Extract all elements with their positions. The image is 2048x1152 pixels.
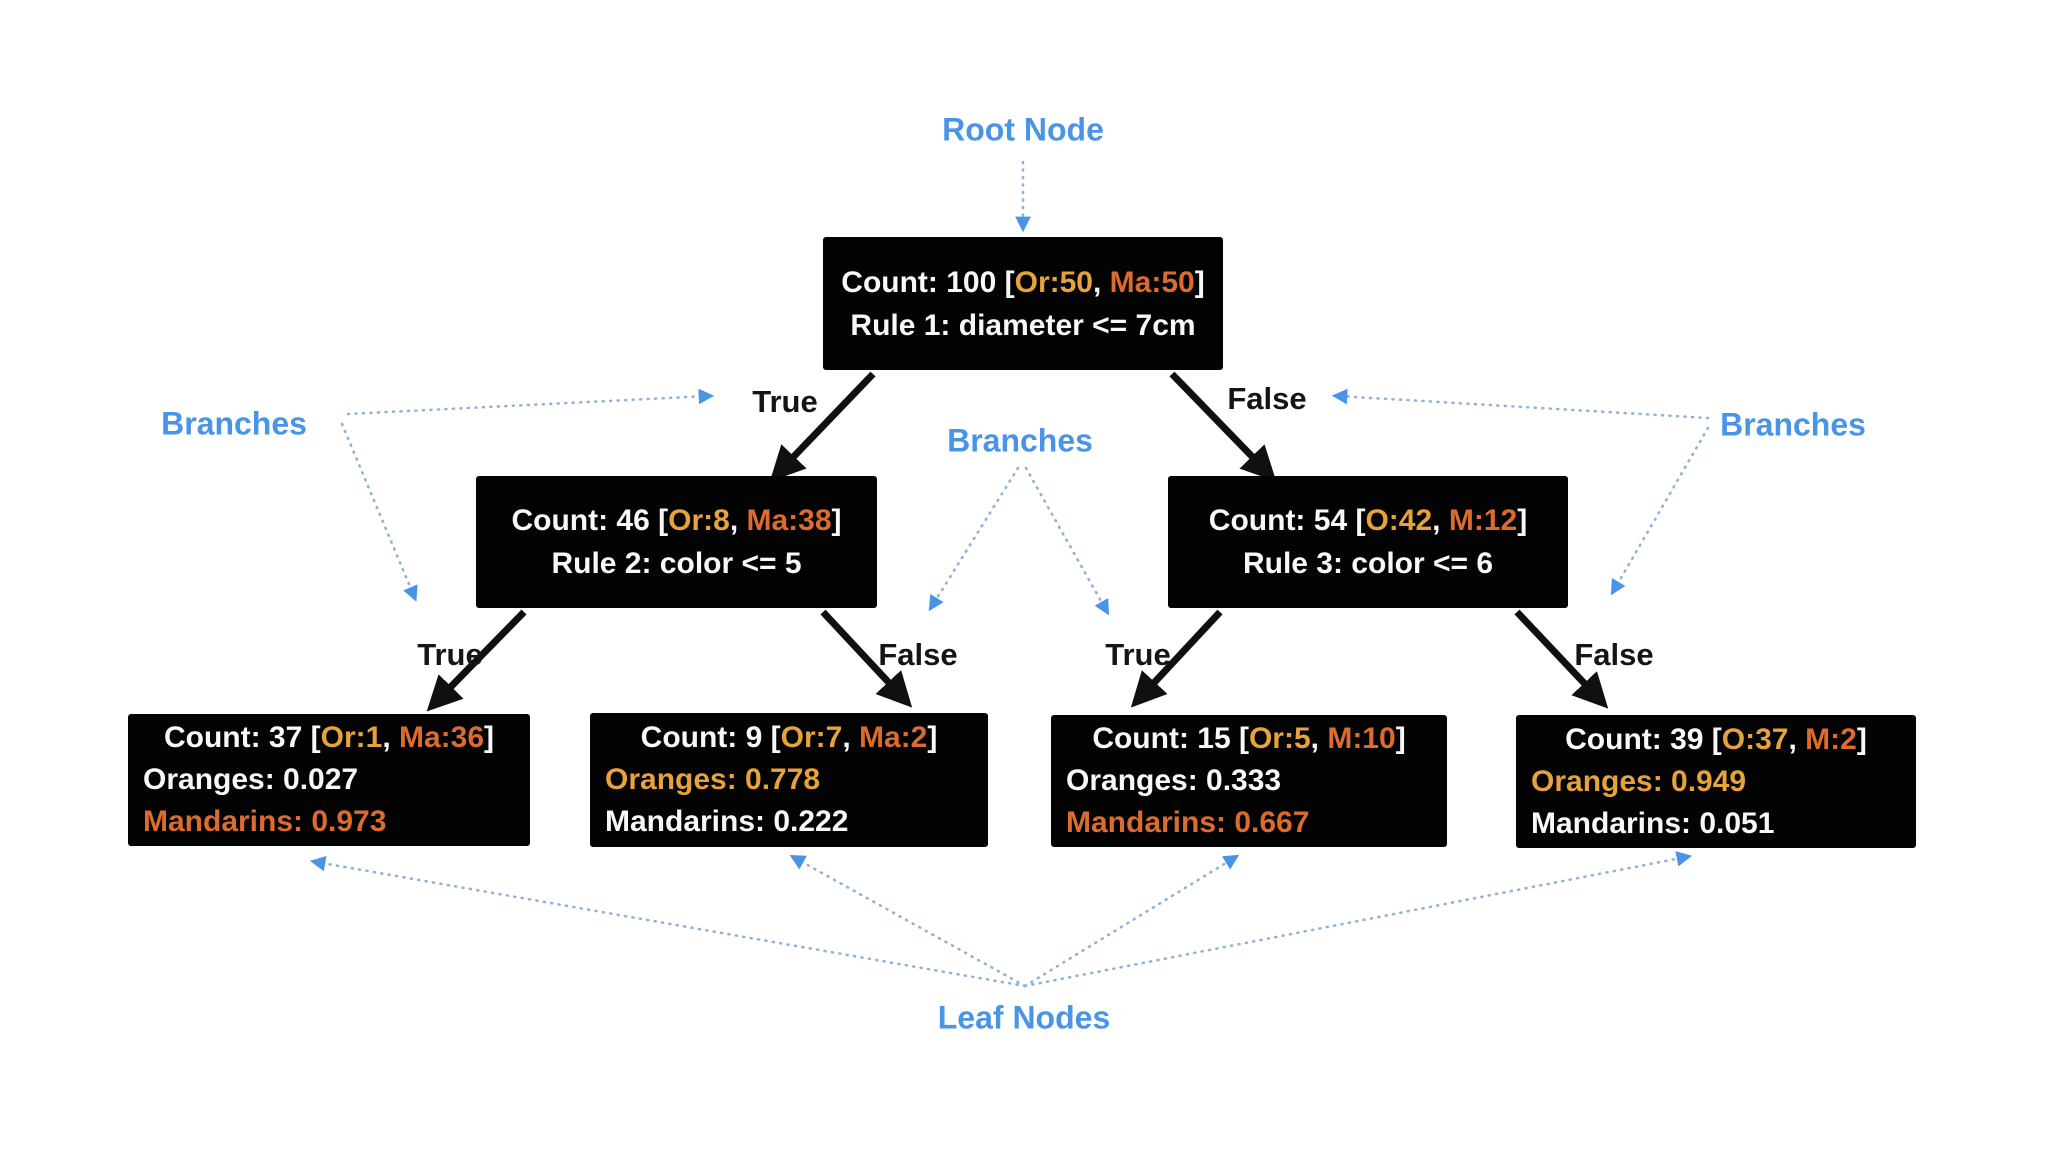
branch-arrow-left-false — [820, 609, 913, 708]
node-mandarins-line: Mandarins: 0.667 — [1066, 806, 1310, 839]
node-count-line: Count: 46 [Or:8, Ma:38] — [511, 504, 842, 537]
node-rule-line: Rule 1: diameter <= 7cm — [850, 308, 1196, 342]
branch-arrow-right-false — [1514, 609, 1609, 709]
tree-branch-arrows — [426, 371, 1609, 712]
node-count-line: Count: 37 [Or:1, Ma:36] — [163, 721, 495, 754]
node-count-line: Count: 15 [Or:5, M:10] — [1092, 722, 1406, 755]
right-false-label: False — [1574, 637, 1654, 672]
tree-node-mid-right: Count: 54 [O:42, M:12] Rule 3: color <= … — [1168, 476, 1568, 608]
node-mandarins-line: Mandarins: 0.051 — [1531, 806, 1775, 840]
node-rule-line: Rule 3: color <= 6 — [1242, 547, 1494, 580]
branches-left-pointer-down — [340, 422, 418, 602]
right-true-label: True — [1105, 637, 1171, 672]
branches-left-pointer-up — [346, 388, 715, 416]
tree-node-leaf-3: Count: 15 [Or:5, M:10] Oranges: 0.333 Ma… — [1051, 715, 1447, 847]
node-count-line: Count: 54 [O:42, M:12] — [1208, 504, 1528, 537]
node-oranges-line: Oranges: 0.333 — [1066, 764, 1282, 797]
branch-arrow-left-true — [426, 609, 527, 712]
left-true-label: True — [417, 637, 483, 672]
node-count-line: Count: 100 [Or:50, Ma:50] — [841, 265, 1205, 299]
root-false-label: False — [1227, 381, 1307, 416]
branches-right-pointer-left — [1331, 388, 1710, 420]
branch-arrow-root-false — [1169, 371, 1277, 482]
left-false-label: False — [878, 637, 958, 672]
node-count-line: Count: 9 [Or:7, Ma:2] — [640, 721, 938, 754]
tree-node-root: Count: 100 [Or:50, Ma:50] Rule 1: diamet… — [823, 237, 1223, 370]
node-oranges-line: Oranges: 0.949 — [1531, 764, 1747, 798]
leaf-nodes-pointer-2 — [789, 854, 1027, 988]
branches-center-pointer-right — [1024, 466, 1110, 616]
branches-label-center: Branches — [947, 422, 1093, 459]
node-rule-line: Rule 2: color <= 5 — [551, 547, 802, 580]
tree-node-leaf-4: Count: 39 [O:37, M:2] Oranges: 0.949 Man… — [1516, 715, 1916, 848]
node-count-line: Count: 39 [O:37, M:2] — [1565, 722, 1867, 756]
tree-node-leaf-1: Count: 37 [Or:1, Ma:36] Oranges: 0.027 M… — [128, 714, 530, 846]
node-oranges-line: Oranges: 0.778 — [605, 763, 821, 796]
branches-label-right: Branches — [1720, 406, 1866, 443]
branch-arrow-right-true — [1130, 609, 1223, 708]
branches-right-pointer-down — [1610, 426, 1710, 596]
root-node-label: Root Node — [942, 111, 1104, 148]
leaf-nodes-pointer-4 — [1023, 851, 1693, 988]
branches-center-pointer-left — [928, 466, 1020, 612]
branch-arrow-root-true — [769, 371, 876, 482]
leaf-nodes-pointer-3 — [1023, 854, 1240, 988]
leaf-nodes-pointer-1 — [309, 855, 1027, 988]
node-mandarins-line: Mandarins: 0.973 — [143, 805, 387, 838]
node-mandarins-line: Mandarins: 0.222 — [605, 805, 849, 838]
root-true-label: True — [752, 384, 818, 419]
tree-node-mid-left: Count: 46 [Or:8, Ma:38] Rule 2: color <=… — [476, 476, 877, 608]
annotation-arrows — [309, 160, 1710, 988]
tree-node-leaf-2: Count: 9 [Or:7, Ma:2] Oranges: 0.778 Man… — [590, 713, 988, 847]
leaf-nodes-label: Leaf Nodes — [937, 999, 1111, 1036]
node-oranges-line: Oranges: 0.027 — [143, 763, 359, 796]
branches-label-left: Branches — [161, 405, 307, 442]
